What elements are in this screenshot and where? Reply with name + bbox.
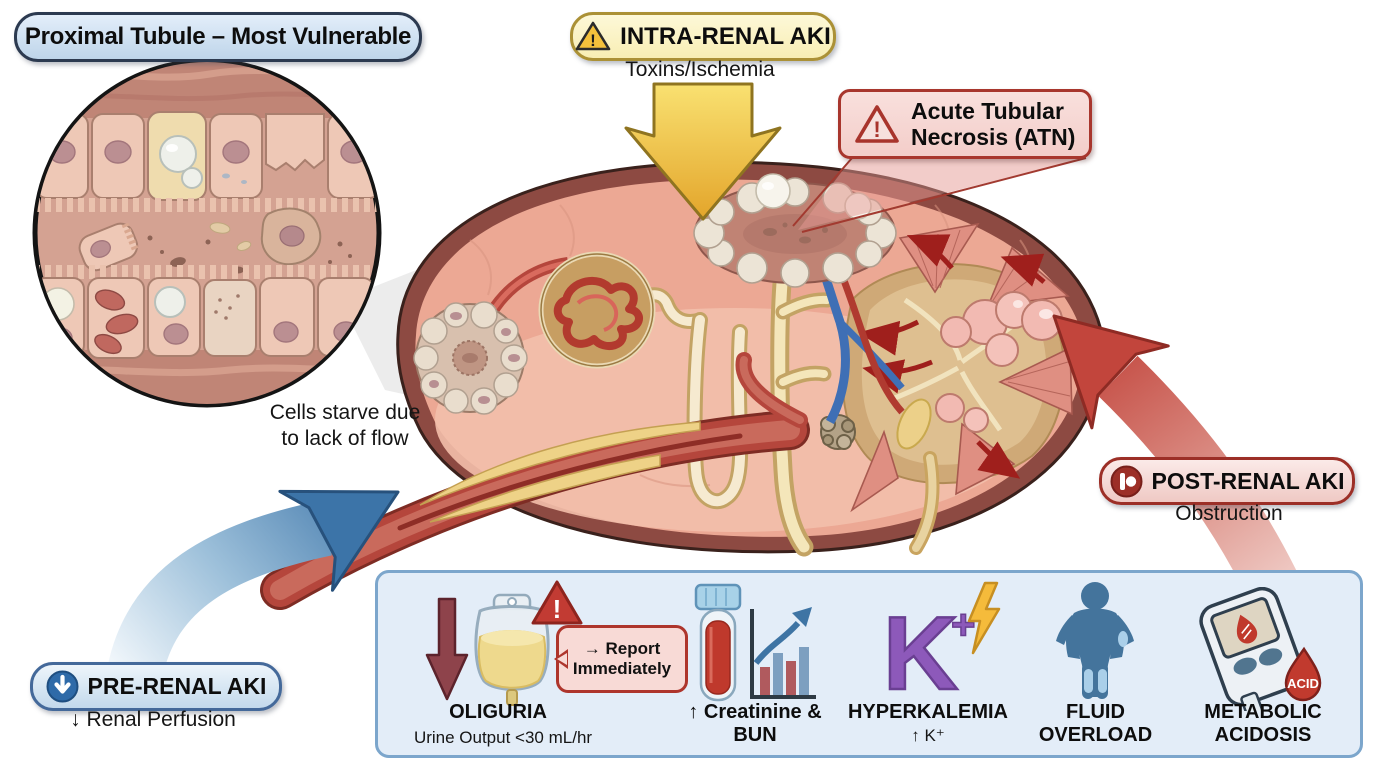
svg-text:!: ! [590,31,596,50]
svg-text:K: K [883,596,958,701]
hyperkalemia-title: HYPERKALEMIA [847,701,1008,723]
svg-text:!: ! [873,117,880,142]
pre-renal-arrow [107,489,400,679]
intra-renal-label: ! INTRA-RENAL AKI [570,12,836,61]
proximal-tubule-inset [32,58,382,408]
hyperkalemia-subtitle: ↑ K⁺ [911,726,945,745]
pre-renal-label: PRE-RENAL AKI [30,662,282,711]
atn-leader [792,157,1087,233]
svg-text:!: ! [553,594,562,624]
creatinine-bun-title: ↑ Creatinine & BUN [688,701,822,746]
pre-renal-text: PRE-RENAL AKI [87,673,267,699]
proximal-tubule-label: Proximal Tubule – Most Vulnerable [14,12,422,62]
atn-text: Acute Tubular Necrosis (ATN) [911,98,1076,150]
fluid-overload-title: FLUID OVERLOAD [1038,701,1153,746]
atn-callout: ! Acute Tubular Necrosis (ATN) [838,89,1092,159]
cells-starve-note: Cells starve due to lack of flow [269,401,421,450]
fluid-overload-body-icon [1056,582,1134,699]
metabolic-acidosis-title: METABOLIC ACIDOSIS [1204,701,1322,746]
blood-test-chart-icon [694,583,816,702]
report-immediately-callout: → Report Immediately [554,625,688,693]
acidosis-meter-icon: ACID [1199,587,1322,711]
intra-renal-arrow [624,82,782,221]
warning-triangle-icon: ! [531,580,583,625]
post-renal-subtitle: Obstruction [1175,502,1283,525]
down-arrow-icon [425,597,469,701]
kidney-stone [820,414,856,450]
post-renal-text: POST-RENAL AKI [1151,467,1345,494]
intra-renal-subtitle: Toxins/Ischemia [625,58,775,81]
damaged-tubule [693,173,897,288]
post-renal-label: POST-RENAL AKI [1099,457,1355,505]
oliguria-subtitle: Urine Output <30 mL/hr [413,728,593,747]
intra-renal-text: INTRA-RENAL AKI [620,22,831,50]
svg-text:+: + [951,601,976,648]
blockage-icon [1110,465,1143,497]
oliguria-title: OLIGURIA [449,701,547,723]
svg-text:ACID: ACID [1287,676,1319,691]
warning-triangle-icon: ! [575,21,611,51]
tubule-cross-section [413,301,528,415]
urine-bag-icon [474,593,550,706]
clinical-signs-panel: ! → Report Immediately OLIGURIA Urine Ou… [375,570,1363,758]
warning-triangle-icon: ! [855,105,899,143]
down-arrow-circle-icon [46,670,79,703]
kidney-illustration [260,160,1104,610]
collecting-duct [770,273,940,557]
pre-renal-subtitle: ↓ Renal Perfusion [70,708,236,731]
potassium-icon: K + [882,581,1001,701]
renal-artery-stenosis [260,352,810,610]
proximal-tubule-text: Proximal Tubule – Most Vulnerable [24,23,412,50]
